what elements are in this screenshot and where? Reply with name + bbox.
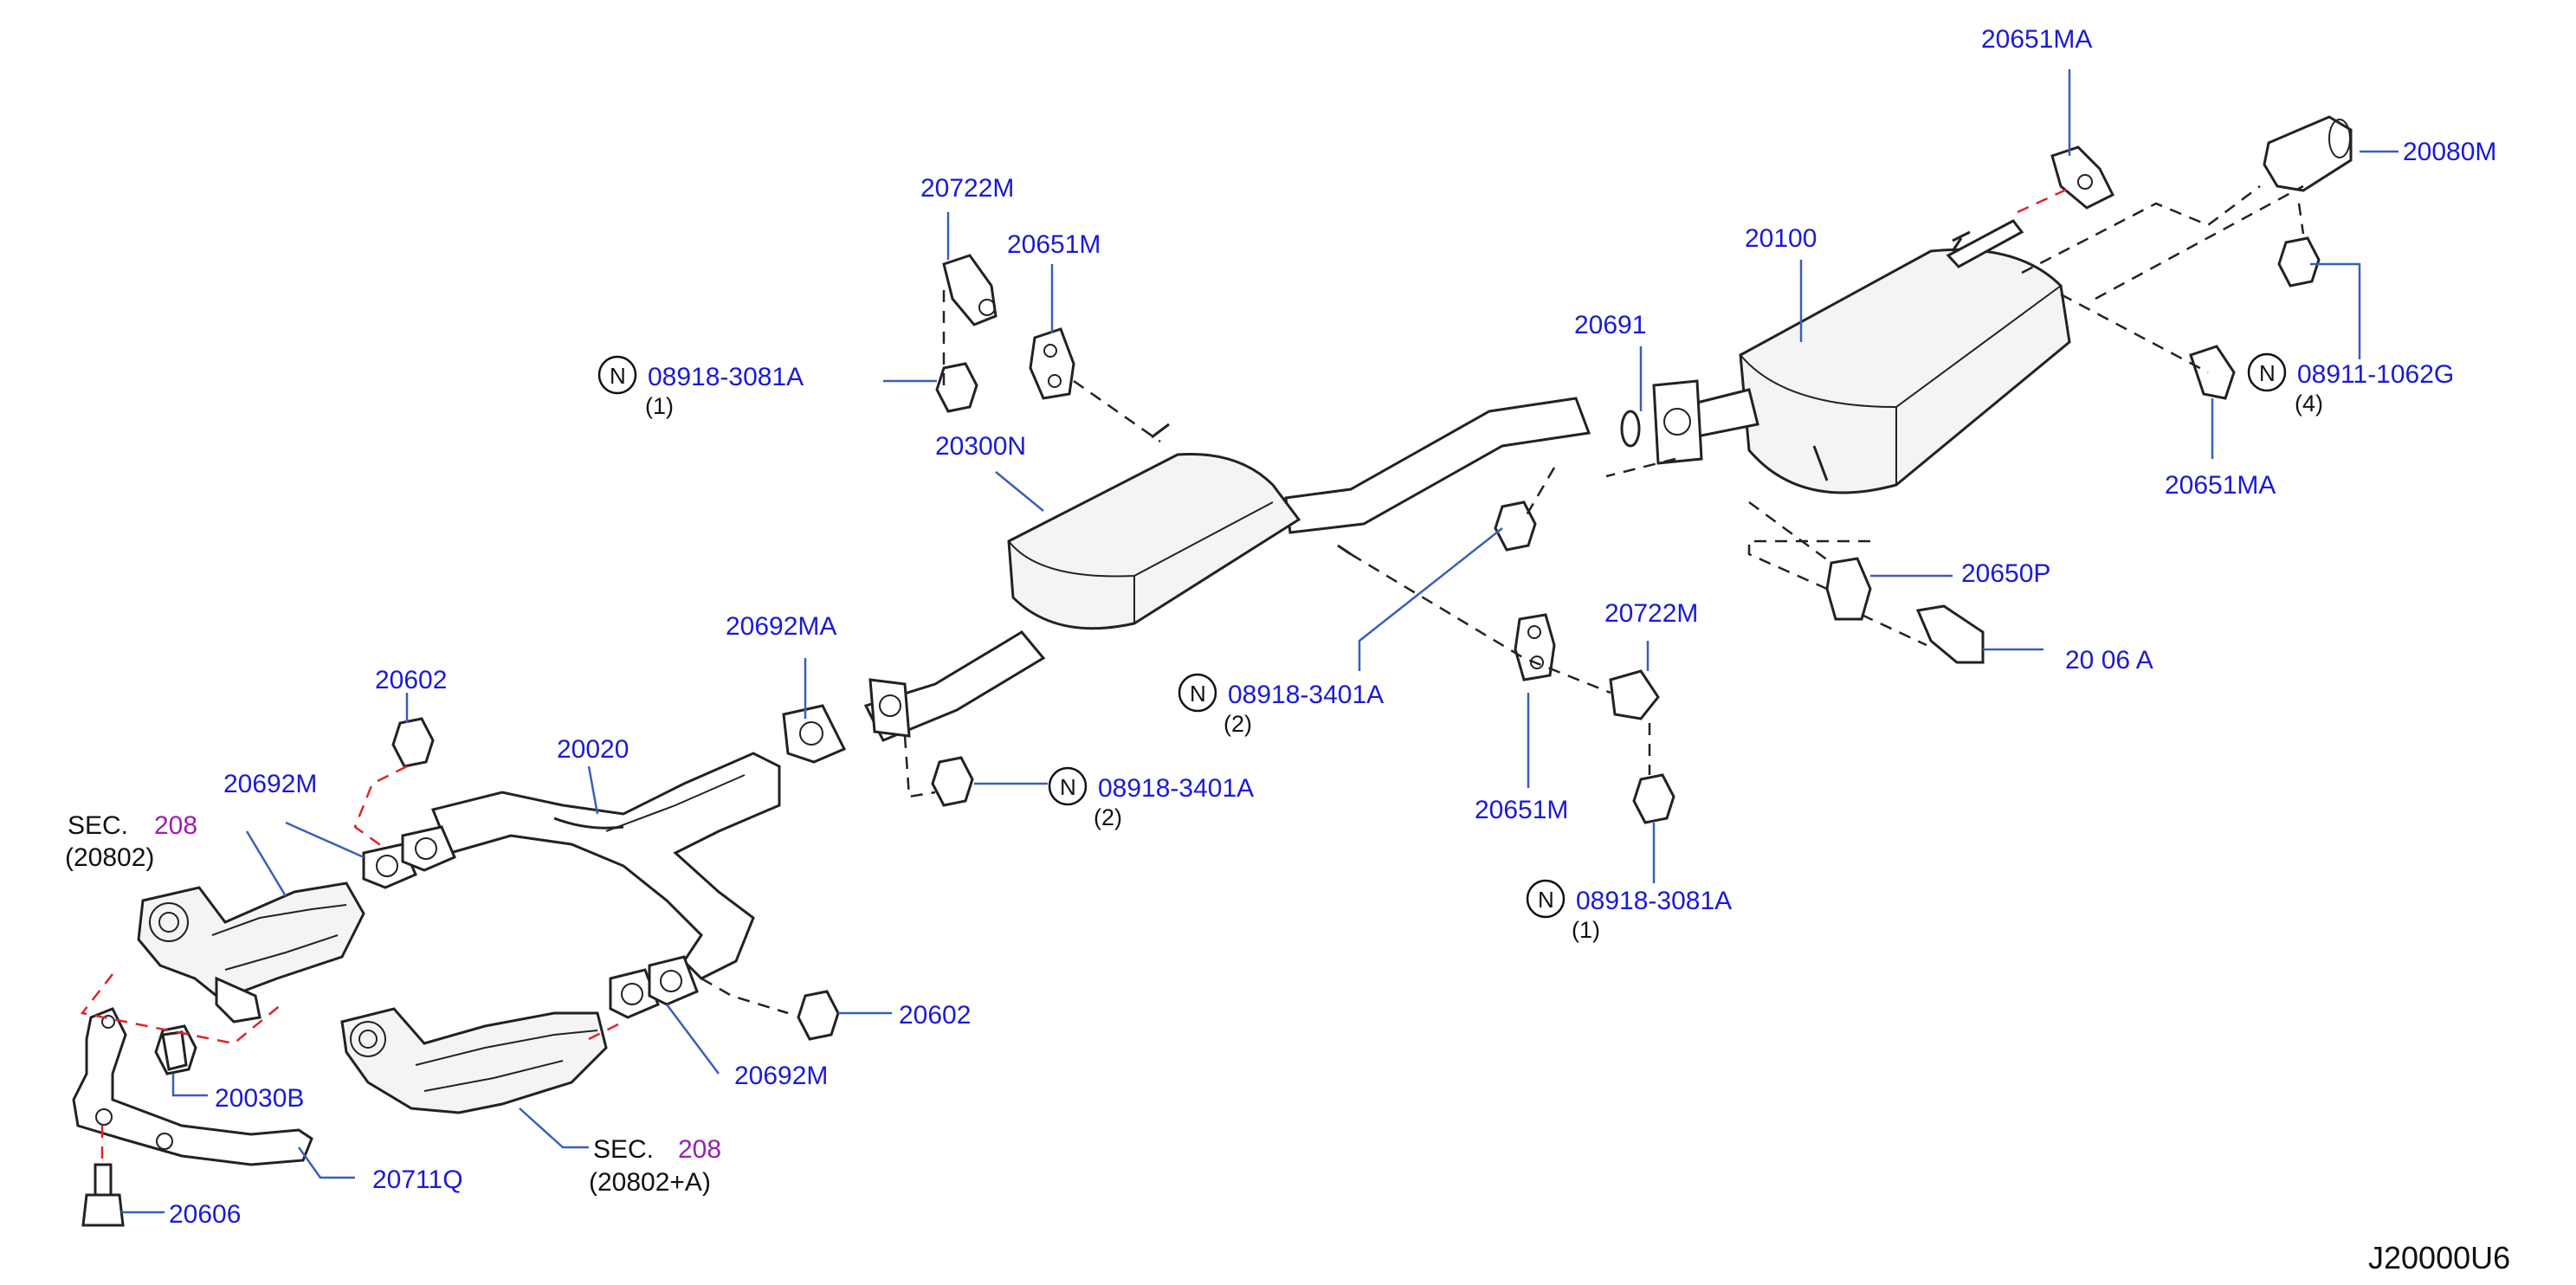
n-circle-symbol [1048,766,1088,806]
n-letter: N [1190,681,1206,707]
sec-prefix: SEC. [68,811,128,840]
nut-callout-3401-low: N 08918-3401A (2) [1048,766,1254,830]
label-20606: 20606 [169,1200,241,1229]
label-2006A: 20 06 A [2065,646,2153,675]
label-20722M-mid: 20722M [1604,599,1698,628]
label-20651M-top: 20651M [1007,230,1101,259]
label-20602-top: 20602 [375,666,447,694]
label-20100: 20100 [1745,224,1817,253]
sec-sub: (20802) [65,843,154,872]
label-20602-right: 20602 [899,1001,971,1030]
section-callout-bottom: SEC. 208 (20802+A) [589,1135,721,1197]
brackets [942,145,2236,720]
bolt-20606 [81,1163,125,1227]
nuts [154,236,2321,1075]
part-labels: 20651MA 20080M 20722M 20651M 20100 20691… [65,25,2510,1275]
qty-08911-1062G: (4) [2295,391,2323,416]
center-resonator [863,397,1591,742]
qty-08918-3401A-low: (2) [1094,804,1122,830]
section-callout-left: SEC. 208 (20802) [65,811,197,872]
sec-number: 208 [154,811,197,840]
qty-08918-3401A-mid: (2) [1223,711,1252,737]
label-20651MA-top: 20651MA [1981,25,2092,54]
gasket-20691 [1620,410,1641,448]
qty-08918-3081A-right: (1) [1572,917,1600,943]
line-art [72,69,2398,1227]
label-20300N: 20300N [935,432,1026,461]
tail-finisher [2263,115,2353,192]
label-20691: 20691 [1574,311,1646,339]
nut-callout-1062G: N 08911-1062G (4) [2247,352,2454,416]
label-08918-3401A-low: 08918-3401A [1098,774,1254,803]
label-20692M-right: 20692M [734,1062,828,1090]
diagram-code: J20000U6 [2368,1240,2510,1275]
sec-number: 208 [678,1135,721,1164]
n-circle-symbol [1526,879,1566,919]
dashed-lines [700,184,2305,1015]
sec-prefix: SEC. [593,1135,654,1164]
n-letter: N [610,363,626,389]
label-20692M-left: 20692M [223,770,317,798]
bracket-20711Q [72,1007,313,1166]
nut-callout-3081-left: N 08918-3081A (1) [597,355,804,419]
label-08918-3081A-left: 08918-3081A [648,363,804,391]
heat-shield-20030B [161,1030,188,1071]
label-20711Q: 20711Q [372,1166,463,1194]
red-dashed-lines [80,184,2075,1165]
n-letter: N [1538,887,1554,913]
n-letter: N [1060,774,1076,800]
nut-callout-3401-mid: N 08918-3401A (2) [1178,673,1384,737]
label-08918-3081A-right: 08918-3081A [1576,887,1732,915]
label-20692MA: 20692MA [726,612,836,641]
label-08918-3401A-mid: 08918-3401A [1228,681,1384,709]
sensor [1915,604,1985,664]
rubber-hangers [1029,327,1872,681]
n-circle-symbol [2247,352,2287,392]
n-circle-symbol [597,355,637,395]
label-20651M-mid: 20651M [1475,796,1568,824]
label-20080M: 20080M [2403,138,2496,166]
leader-lines [121,69,2398,1214]
n-circle-symbol [1178,673,1217,713]
nut-callout-3081-right: N 08918-3081A (1) [1526,879,1732,943]
label-08911-1062G: 08911-1062G [2297,360,2454,389]
label-20020: 20020 [557,735,629,764]
qty-08918-3081A-left: (1) [645,393,674,419]
label-20030B: 20030B [215,1084,304,1113]
front-y-pipe [430,752,781,980]
gaskets [362,704,847,1019]
label-20722M-top: 20722M [920,174,1014,203]
label-20650P: 20650P [1961,559,2050,588]
main-muffler [1652,219,2071,494]
catalytic-converters [137,881,608,1114]
sec-sub: (20802+A) [589,1168,711,1197]
label-20651MA-right: 20651MA [2165,471,2276,500]
n-letter: N [2259,360,2276,386]
